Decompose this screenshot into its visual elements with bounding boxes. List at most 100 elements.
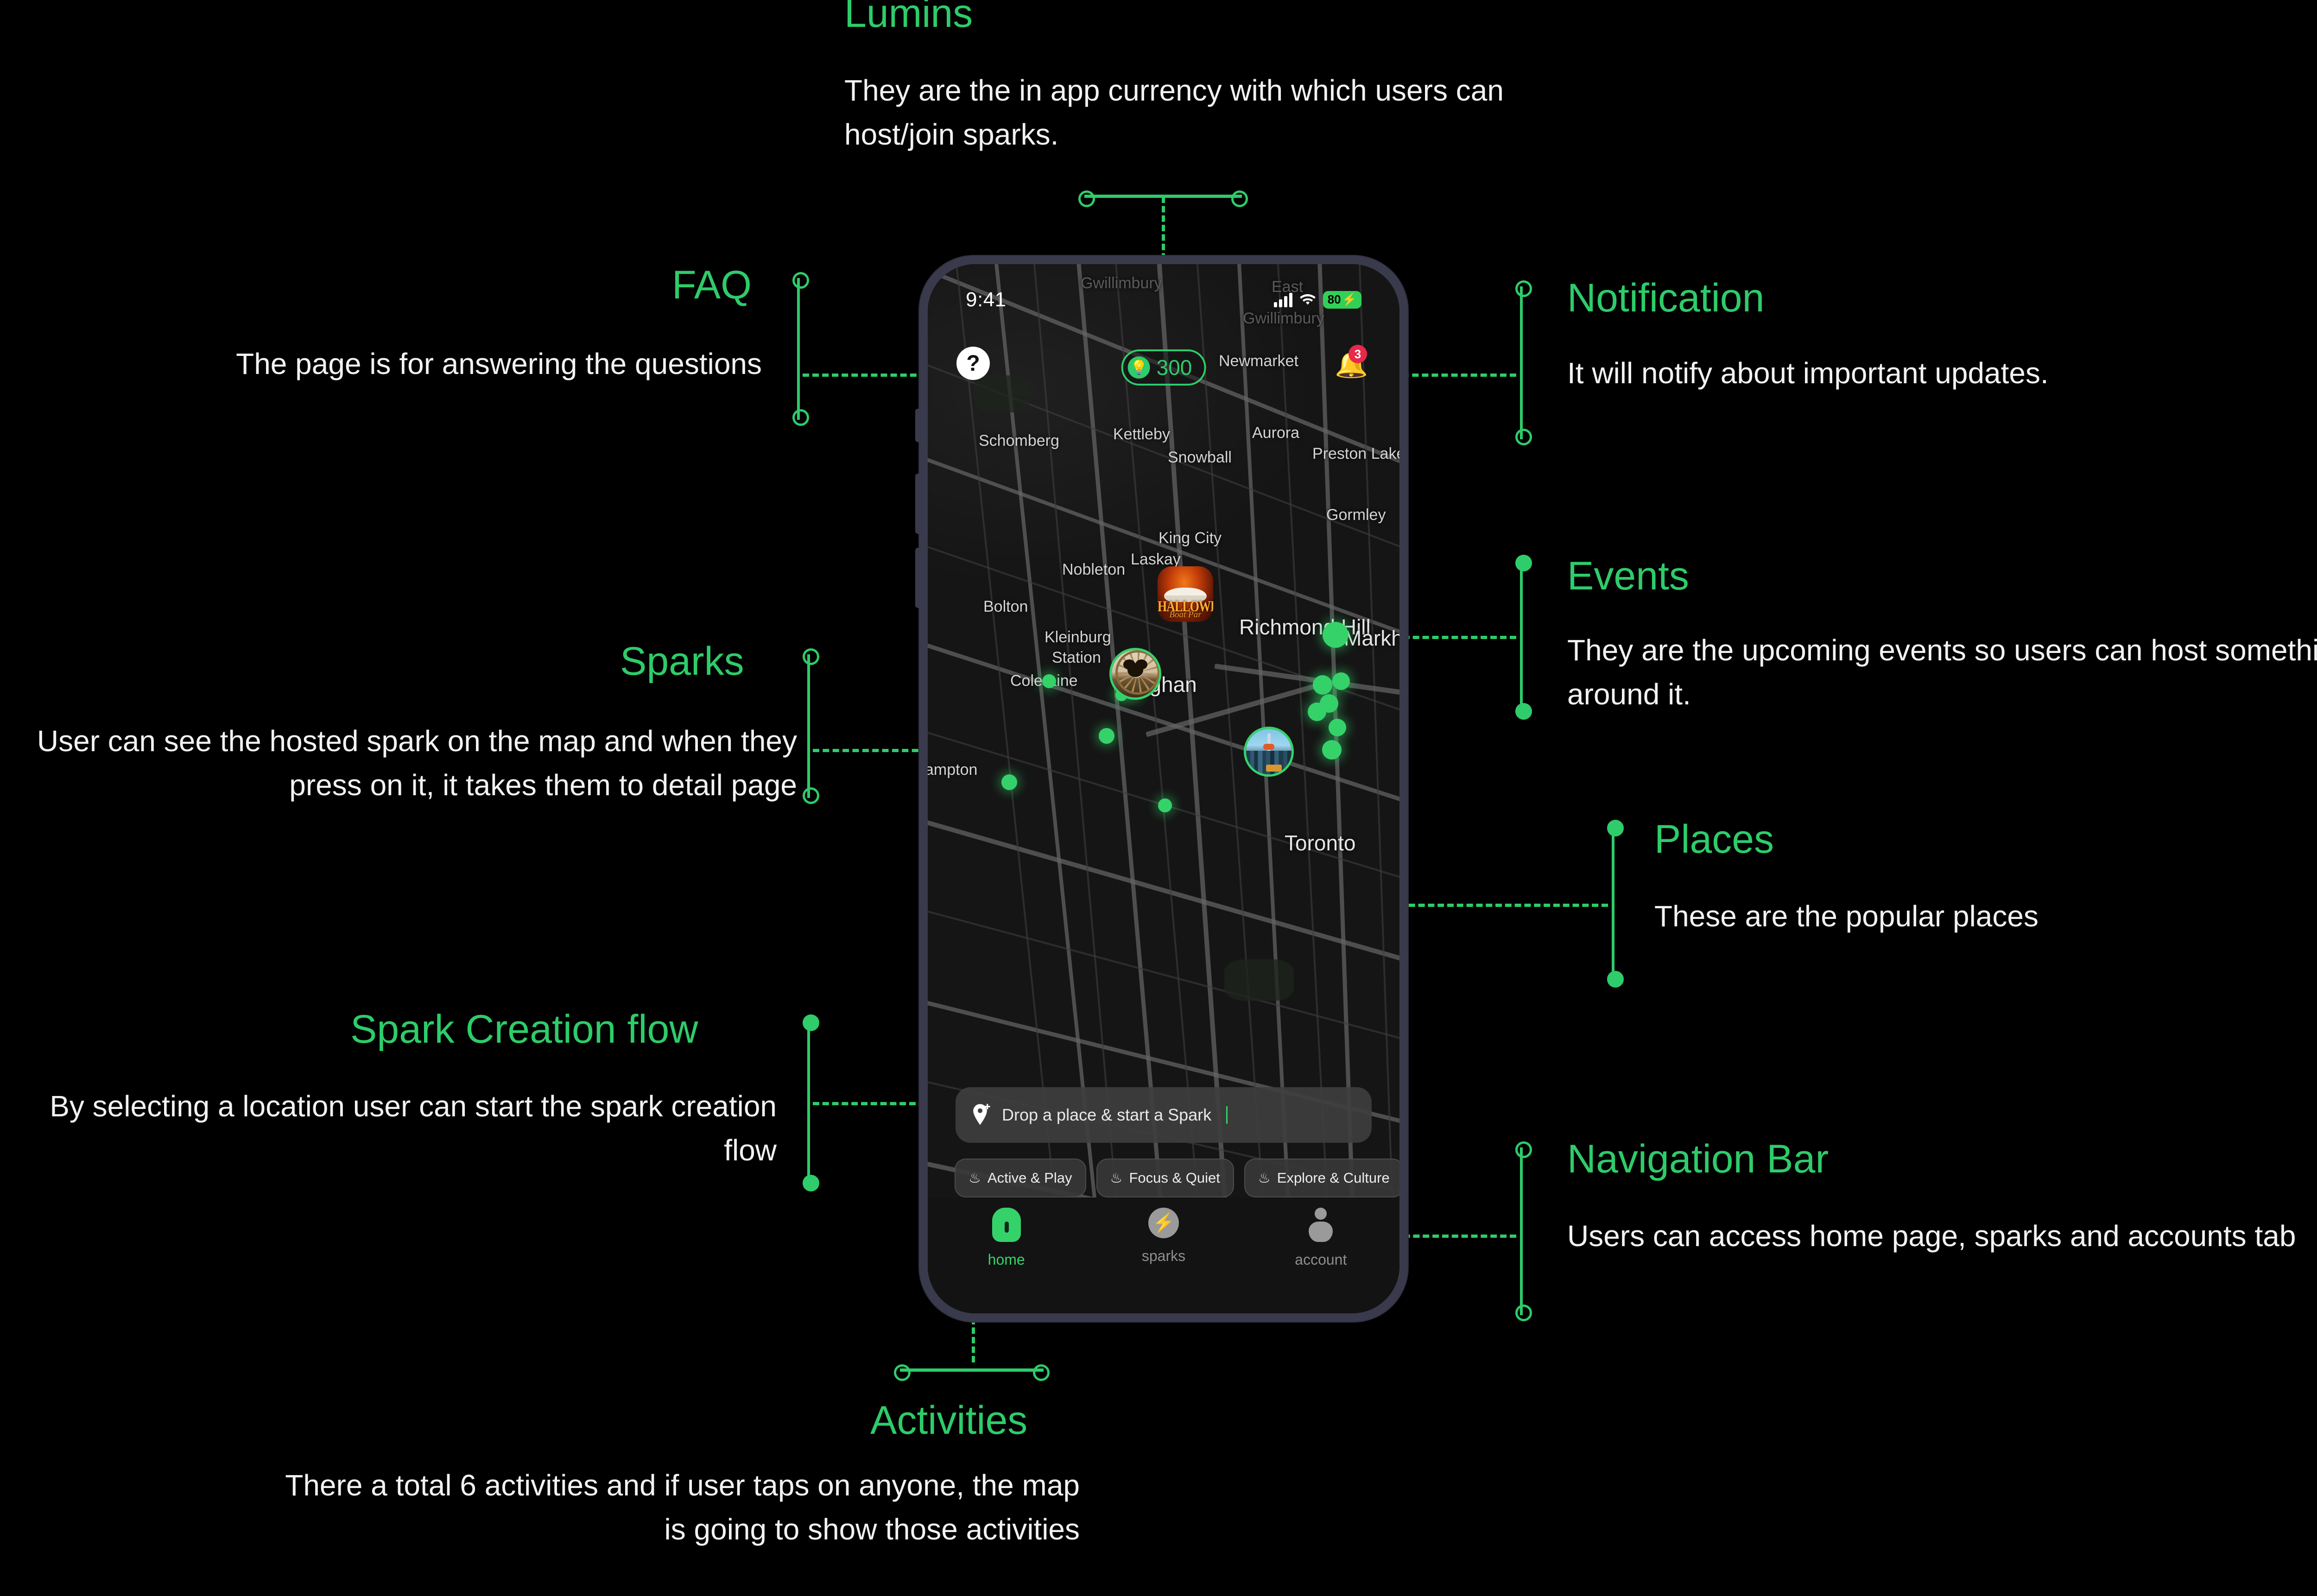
- spark-bolt-icon: ⚡: [1148, 1208, 1179, 1238]
- connector-line-sparks: [813, 749, 1007, 752]
- chip-label: Active & Play: [987, 1170, 1072, 1186]
- connector-line-navigation-bar: [1374, 1235, 1516, 1238]
- map-label: Richmond Hill: [1239, 615, 1371, 639]
- activity-chip-explore-and-culture[interactable]: ♨ Explore & Culture: [1244, 1159, 1399, 1197]
- map-spark-dot[interactable]: [1099, 728, 1114, 744]
- nav-item-label: account: [1295, 1251, 1347, 1268]
- phone-volume-down-button[interactable]: [915, 548, 919, 608]
- annotation-body-navigation-bar: Users can access home page, sparks and a…: [1567, 1219, 2296, 1253]
- status-bar: 9:41 80 ⚡: [928, 284, 1399, 316]
- connector-line-faq: [803, 374, 956, 377]
- connector-bracket-navigation-bar: [1515, 1141, 1532, 1321]
- battery-charging-icon: ⚡: [1342, 292, 1357, 306]
- map-spark-dot[interactable]: [1042, 674, 1056, 688]
- question-mark-icon: ?: [966, 351, 980, 376]
- ferris-wheel-artwork: [1112, 650, 1159, 697]
- nav-item-home[interactable]: home: [928, 1208, 1085, 1313]
- bottom-navigation-bar[interactable]: home ⚡ sparks account: [928, 1197, 1399, 1313]
- account-head-shape: [1315, 1208, 1327, 1220]
- chip-label: Explore & Culture: [1277, 1170, 1390, 1186]
- battery-indicator: 80 ⚡: [1323, 291, 1361, 309]
- flame-icon: ♨: [969, 1170, 981, 1186]
- map-label: Brampton: [928, 761, 978, 779]
- annotation-body-spark-creation-flow: By selecting a location user can start t…: [50, 1089, 777, 1167]
- connector-bracket-faq: [792, 272, 809, 426]
- activity-chip-row[interactable]: ♨ Active & Play ♨ Focus & Quiet ♨ Explor…: [955, 1159, 1399, 1197]
- connector-bracket-spark-creation-flow: [803, 1014, 819, 1191]
- toronto-skyline-artwork: [1246, 729, 1291, 774]
- map-pin-plus-icon: [971, 1103, 992, 1127]
- map-spark-dot[interactable]: [1308, 703, 1326, 721]
- map-label: East: [1272, 278, 1304, 296]
- connector-bracket-sparks: [803, 648, 819, 804]
- annotation-body-sparks: User can see the hosted spark on the map…: [37, 724, 797, 802]
- map-label: Laskay: [1131, 551, 1181, 568]
- map-label: Station: [1052, 649, 1101, 666]
- home-icon: [992, 1208, 1021, 1242]
- annotation-body-notification: It will notify about important updates.: [1567, 356, 2049, 390]
- chip-label: Focus & Quiet: [1129, 1170, 1220, 1186]
- annotation-body-lumins: They are the in app currency with which …: [844, 74, 1504, 151]
- annotation-title-activities: Activities: [870, 1398, 1028, 1443]
- map-label: Aurora: [1252, 424, 1300, 442]
- map-label: Toronto: [1285, 831, 1356, 855]
- status-bar-clock: 9:41: [966, 288, 1007, 311]
- map-marker-event-halloween[interactable]: HALLOWEEN Boat Par: [1158, 566, 1213, 622]
- activity-chip-active-and-play[interactable]: ♨ Active & Play: [955, 1159, 1086, 1197]
- connector-bracket-activities: [894, 1364, 1050, 1381]
- map-marker-place-toronto[interactable]: [1244, 727, 1294, 777]
- connector-bracket-notification: [1515, 280, 1532, 445]
- search-bar-placeholder: Drop a place & start a Spark: [1002, 1105, 1212, 1124]
- map-park-2: [1224, 959, 1294, 1001]
- map-spark-dot[interactable]: [1332, 672, 1350, 690]
- lumins-amount: 300: [1156, 355, 1192, 380]
- flame-icon: ♨: [1110, 1170, 1123, 1186]
- map-spark-dot[interactable]: [1323, 622, 1348, 648]
- amber-sign-shape: [1266, 765, 1282, 772]
- map-spark-dot[interactable]: [1313, 675, 1332, 695]
- map-spark-dot[interactable]: [1158, 798, 1172, 812]
- lightbulb-icon: 💡: [1127, 356, 1150, 379]
- map-spark-dot[interactable]: [1322, 740, 1342, 760]
- annotation-title-spark-creation-flow: Spark Creation flow: [350, 1007, 698, 1051]
- map-label: Preston Lake: [1312, 445, 1399, 462]
- map-label: Gormley: [1326, 506, 1386, 524]
- nav-item-sparks[interactable]: ⚡ sparks: [1085, 1208, 1242, 1313]
- map-label: Newmarket: [1219, 352, 1298, 370]
- annotation-body-activities: There a total 6 activities and if user t…: [285, 1469, 1080, 1546]
- annotation-title-faq: FAQ: [672, 263, 752, 307]
- nav-item-account[interactable]: account: [1242, 1208, 1399, 1313]
- connector-line-places: [1341, 904, 1608, 907]
- nav-item-label: home: [988, 1251, 1025, 1268]
- map-label: Schomberg: [979, 432, 1059, 450]
- notification-button[interactable]: 🔔 3: [1333, 345, 1368, 384]
- map-marker-spark-ferris-wheel[interactable]: [1109, 648, 1161, 700]
- faq-button[interactable]: ?: [956, 347, 990, 380]
- annotation-title-places: Places: [1654, 817, 1774, 861]
- phone-volume-up-button[interactable]: [915, 474, 919, 534]
- activity-chip-focus-and-quiet[interactable]: ♨ Focus & Quiet: [1096, 1159, 1234, 1197]
- map-spark-dot[interactable]: [1001, 774, 1017, 790]
- battery-level-text: 80: [1327, 292, 1341, 306]
- annotation-title-sparks: Sparks: [620, 639, 744, 684]
- map-label: Markham: [1344, 626, 1399, 650]
- connector-line-spark-creation-flow: [813, 1102, 964, 1105]
- connector-bracket-events: [1515, 555, 1532, 720]
- event-marker-subcaption: Boat Par: [1169, 610, 1202, 620]
- map-label: Kleinburg: [1045, 628, 1111, 646]
- lumins-badge[interactable]: 💡 300: [1121, 349, 1206, 386]
- map-spark-dot[interactable]: [1329, 719, 1346, 736]
- halloween-artwork: HALLOWEEN Boat Par: [1158, 566, 1213, 622]
- event-marker-caption: HALLOWEEN: [1158, 598, 1213, 615]
- annotation-body-places: These are the popular places: [1654, 899, 2038, 933]
- flame-icon: ♨: [1258, 1170, 1271, 1186]
- map-label: Gwillimbury: [1081, 274, 1162, 292]
- annotation-title-events: Events: [1567, 554, 1689, 598]
- text-caret: [1226, 1106, 1228, 1124]
- cn-tower-pod-shape: [1263, 744, 1274, 750]
- spark-creation-search-bar[interactable]: Drop a place & start a Spark: [956, 1087, 1372, 1143]
- map-label: King City: [1158, 529, 1222, 547]
